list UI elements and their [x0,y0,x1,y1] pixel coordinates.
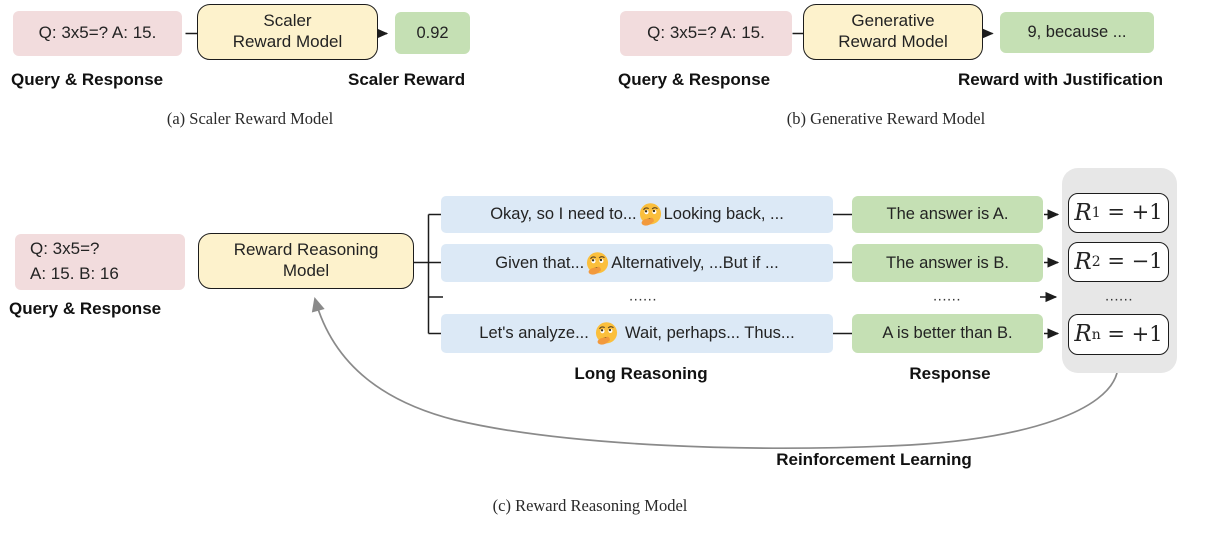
response-n-text: A is better than B. [882,324,1013,343]
reward-n-value: = +1 [1100,321,1163,346]
thinking-face-emoji [596,322,618,345]
panel-a-model-line2: Reward Model [232,32,343,51]
panel-c-branch-fork [413,213,443,335]
panel-a-output-text: 0.92 [416,23,449,42]
reasoning-1-post: Looking back, ... [663,205,784,224]
panel-a-query-label: Query & Response [11,70,164,89]
panel-b-query-label: Query & Response [618,70,771,89]
panel-c-query-box: Q: 3x5=? A: 15. B: 16 [15,234,185,290]
reasoning-box-2: Given that... Alternatively, ...But if ..… [441,244,833,282]
panel-a-query-text: Q: 3x5=? A: 15. [38,23,157,43]
panel-b-output-label: Reward with Justification [958,70,1163,89]
response-2-text: The answer is B. [886,253,1009,272]
reasoning-2-pre: Given that... [495,253,585,272]
reasoning-1-pre: Okay, so I need to... [490,205,637,224]
panel-c-query-line2: A: 15. B: 16 [30,264,119,283]
thinking-face-emoji [639,203,661,226]
reward-n-variable: R [1074,321,1092,348]
reward-dots: ...... [1104,287,1134,305]
reasoning-box-1: Okay, so I need to... Looking back, ... [441,196,833,233]
panel-b-model-box: Generative Reward Model [803,4,983,60]
panel-a-caption: (a) Scaler Reward Model [166,109,334,128]
panel-c-model-line2: Model [282,261,330,280]
panel-c-caption: (c) Reward Reasoning Model [492,496,688,515]
reward-1-variable: R [1074,199,1092,226]
reasoning-column-label: Long Reasoning [574,364,708,383]
panel-a-model-box: Scaler Reward Model [197,4,378,60]
panel-b-model-line2: Reward Model [838,32,948,51]
reinforcement-learning-label: Reinforcement Learning [776,450,972,469]
panel-c-query-label: Query & Response [9,299,162,318]
panel-b-query-box: Q: 3x5=? A: 15. [620,11,792,56]
panel-c-model-box: Reward Reasoning Model [198,233,414,289]
panel-a-output-box: 0.92 [395,12,470,54]
response-box-2: The answer is B. [852,244,1043,282]
response-column-label: Response [909,364,991,383]
panel-a-model-line1: Scaler [263,11,312,31]
reasoning-dots: ...... [628,287,658,305]
thinking-face-emoji [587,251,609,275]
reasoning-2-post: Alternatively, ...But if ... [611,253,779,272]
response-dots: ...... [932,287,962,305]
reasoning-n-pre: Let's analyze... [479,324,594,343]
panel-b-model-line1: Generative [851,11,935,31]
panel-a-query-box: Q: 3x5=? A: 15. [13,11,182,56]
panel-a-output-label: Scaler Reward [348,70,466,89]
panel-c-query-line1: Q: 3x5=? [30,239,100,259]
reasoning-n-post: Wait, perhaps... Thus... [620,324,795,343]
panel-b-query-text: Q: 3x5=? A: 15. [647,23,765,43]
reward-1-value: = +1 [1100,200,1163,225]
panel-b-caption: (b) Generative Reward Model [786,109,986,128]
panel-c-response-stubs [832,213,852,335]
response-1-text: The answer is A. [886,205,1009,224]
reinforcement-learning-arrow [311,297,1118,449]
panel-b-output-box: 9, because ... [1000,12,1154,53]
reward-2-variable: R [1074,248,1092,275]
response-box-n: A is better than B. [852,314,1043,353]
reasoning-box-n: Let's analyze... Wait, perhaps... Thus..… [441,314,833,353]
response-box-1: The answer is A. [852,196,1043,233]
panel-c-model-line1: Reward Reasoning [233,240,379,260]
panel-b-output-text: 9, because ... [1027,23,1127,42]
reward-2-value: = −1 [1100,249,1163,274]
